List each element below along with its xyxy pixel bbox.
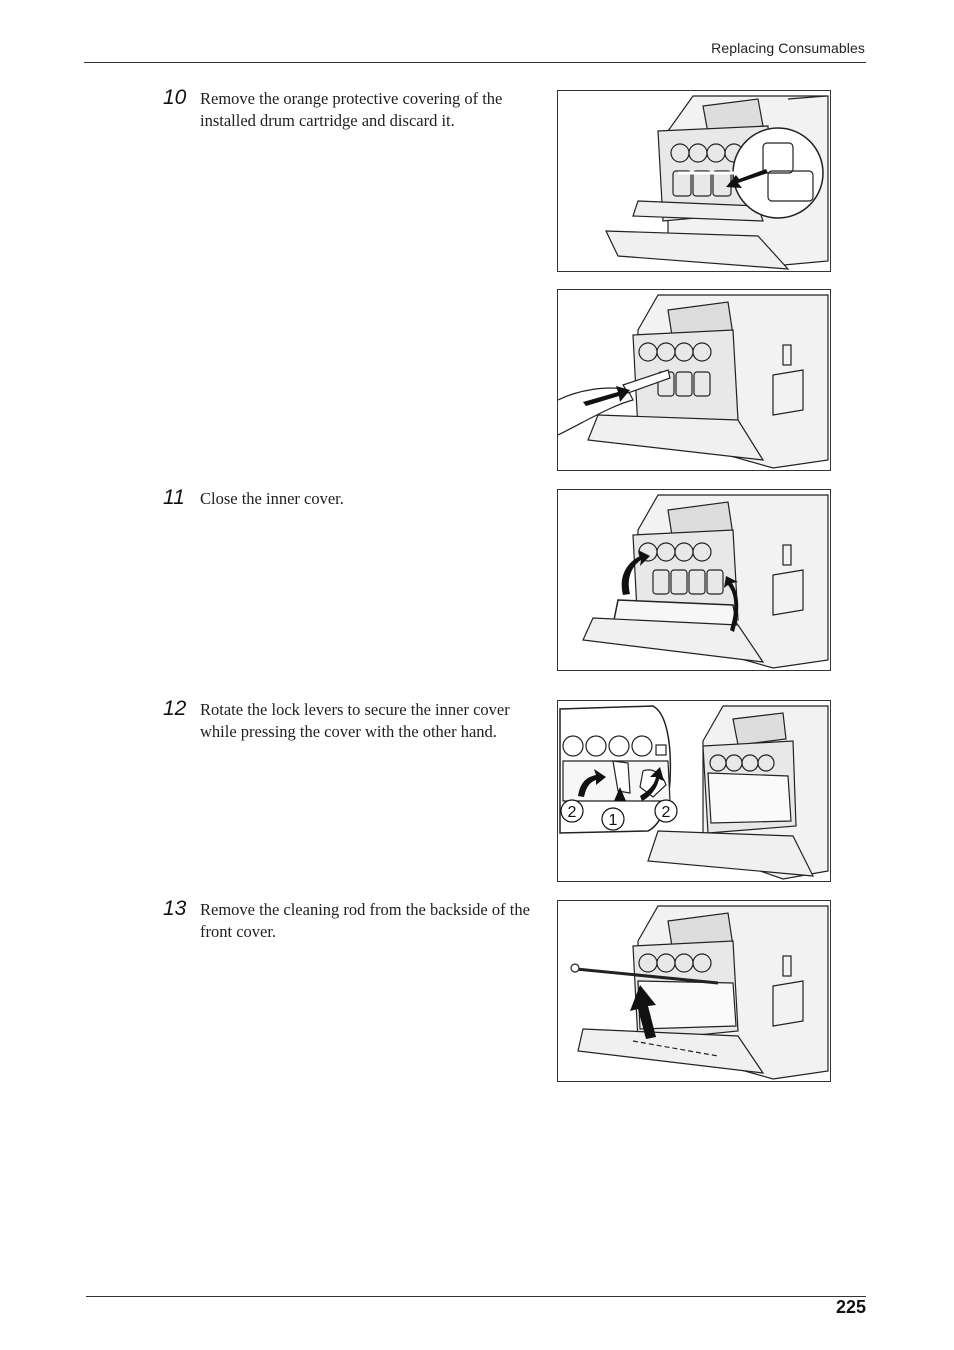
step-number: 12 <box>163 697 187 720</box>
figure-rotate-lock-levers: 2 1 2 <box>557 700 831 882</box>
step-text: Remove the cleaning rod from the backsid… <box>200 900 530 941</box>
callout-markers: 2 1 2 <box>560 799 678 831</box>
callout-label: 2 <box>568 804 577 821</box>
page-number: 225 <box>835 1297 866 1317</box>
printer-illustration: 2 1 2 <box>559 705 829 880</box>
callout-label: 2 <box>662 804 671 821</box>
printer-illustration <box>582 494 829 669</box>
footer-rule <box>86 1296 866 1297</box>
header-rule <box>84 62 866 63</box>
figure-remove-cleaning-rod <box>557 900 831 1082</box>
figure-remove-protective-cover <box>557 90 831 272</box>
figure-discard-cover <box>557 289 831 471</box>
running-header: Replacing Consumables <box>711 40 865 56</box>
step-text: Remove the orange protective covering of… <box>200 89 503 130</box>
figure-close-inner-cover <box>557 489 831 671</box>
step-number: 13 <box>163 897 187 920</box>
step-text: Close the inner cover. <box>200 489 344 508</box>
step-number: 10 <box>163 86 187 109</box>
printer-illustration <box>558 294 829 469</box>
printer-illustration <box>605 95 829 270</box>
step-number: 11 <box>163 486 185 509</box>
callout-label: 1 <box>609 812 618 829</box>
step-text: Rotate the lock levers to secure the inn… <box>200 700 510 741</box>
printer-illustration <box>570 905 829 1080</box>
